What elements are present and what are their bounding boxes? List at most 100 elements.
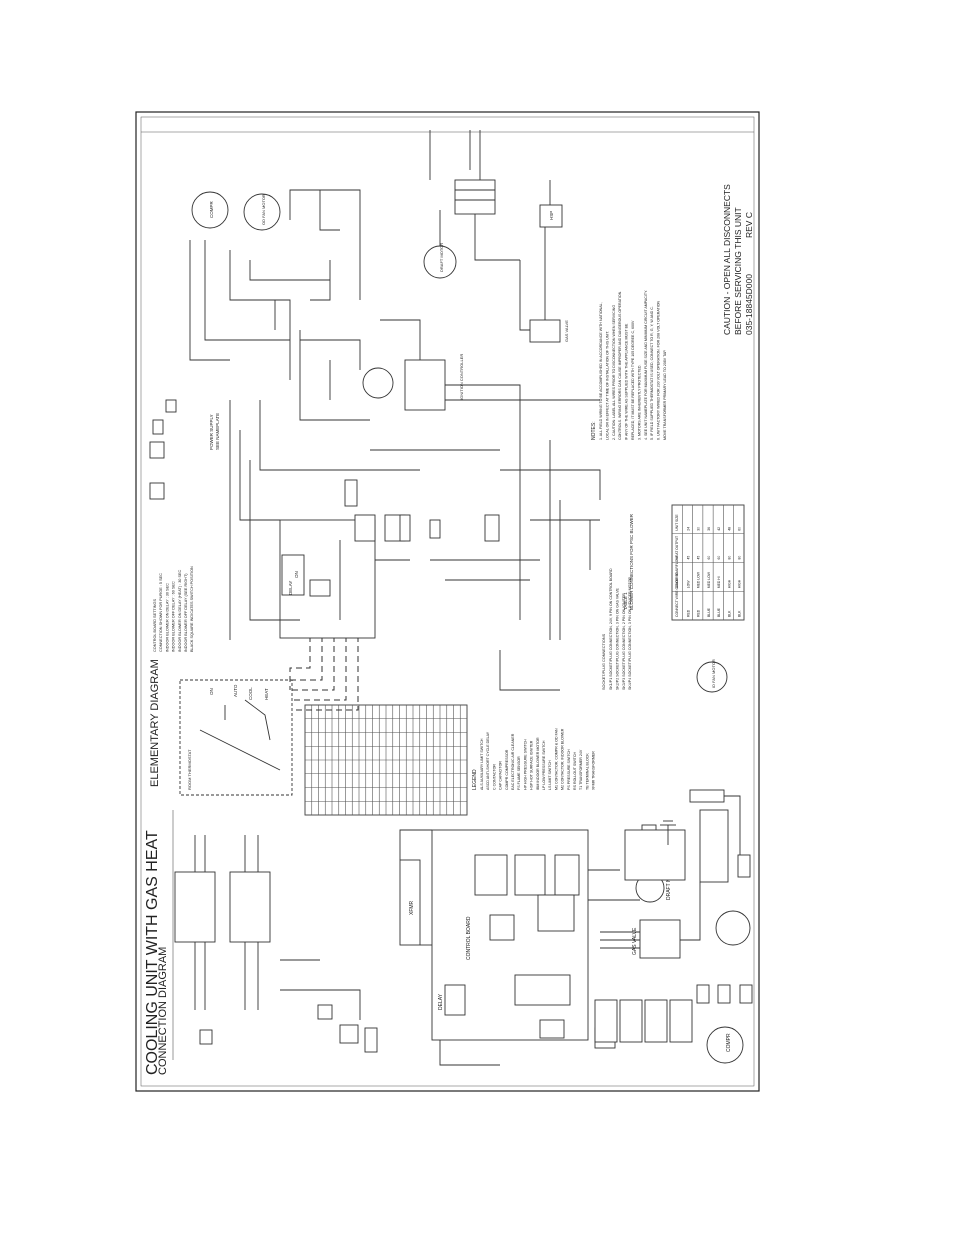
legend-entry: T1 TRANSFORMER 24V — [579, 749, 583, 790]
compressor-small-label: COMPR — [726, 1033, 732, 1052]
ladder-wire — [310, 260, 331, 301]
switch-fs — [696, 984, 710, 1004]
ladder-wire — [519, 260, 530, 331]
note-line: 1. ALL FIELD WIRING TO BE ACCOMPLISHED I… — [599, 302, 603, 440]
elementary-title: ELEMENTARY DIAGRAM — [149, 659, 161, 787]
draft-motor-label: DRAFT MOTOR — [666, 863, 672, 900]
document-number: 035-18845D000 — [744, 274, 754, 335]
switch-als — [594, 999, 618, 1043]
caution-line-2: BEFORE SERVICING THIS UNIT — [733, 207, 743, 335]
ladder-wire — [499, 650, 560, 691]
ladder-wire — [189, 240, 230, 361]
elementary-diagram: ROOM THERMOSTAT ON AUTO COOL HEAT LEGEND… — [149, 130, 728, 1060]
caution-line-1: CAUTION - OPEN ALL DISCONNECTS — [722, 184, 732, 335]
note-line: LOCAL OR IN EFFECT AT TIME OF INSTALLATI… — [605, 331, 609, 440]
ignition-controller-label: IGNITION CONTROLLER — [459, 354, 464, 400]
ladder-wire — [289, 189, 361, 300]
table1-cell: 48 — [727, 527, 731, 531]
table1-cell: 30 — [697, 527, 701, 531]
contactor-m1 — [174, 871, 216, 943]
table1-cell: MED LOW — [707, 571, 711, 588]
id-motor-terminals — [689, 789, 725, 803]
table1-cell: 80 — [727, 556, 731, 560]
table1-cell: LOW — [686, 580, 690, 589]
ladder-wire — [300, 339, 361, 370]
transformer-label: XFMR — [409, 900, 415, 915]
note-line: 3. MOTORS ARE INHERENTLY PROTECTED. — [637, 365, 641, 440]
plug-connection-line: SK4/P4 SOCKET/PLUG CONNECTION, 3 PIN ON … — [628, 577, 632, 690]
plug-connection-line: SK3/P3 SOCKET/PLUG CONNECTION, 2 PIN ON … — [622, 593, 626, 690]
sheet-border — [135, 111, 760, 1092]
sheet-inner-border — [140, 116, 755, 1087]
table1-header: UNIT SIZE — [675, 514, 679, 531]
legend-entry: CAP CAPACITOR — [499, 761, 503, 790]
ladder-wire — [474, 214, 520, 261]
table1-cell: 36 — [707, 527, 711, 531]
control-board-setting-line: INDOOR BLOWER OFF DELAY : 60 SEC — [172, 581, 176, 652]
ladder-wires — [189, 130, 601, 691]
hsp-elem — [539, 204, 563, 228]
table1-header: COOLING AIRFLOW — [675, 556, 679, 589]
legend-entry: PS PRESSURE SWITCH — [567, 749, 571, 790]
ignition-controller — [404, 359, 446, 411]
elem-delay-box — [281, 554, 305, 596]
note-line: MOVE TRANSFORMER PRIMARY LEAD TO 208V TA… — [663, 350, 667, 440]
ladder-wire — [500, 469, 601, 500]
diagram-subtitle: CONNECTION DIAGRAM — [157, 947, 169, 1075]
table1-cell: BLK — [738, 610, 742, 617]
legend-entry: HP HIGH PRESSURE SWITCH — [523, 739, 527, 790]
ladder-wire — [299, 330, 370, 421]
cb-relay-1 — [474, 854, 508, 896]
elem-relay-r6 — [484, 514, 500, 542]
hsp-elem-label: HSP — [549, 211, 554, 220]
gas-valve-elem-label: GAS VALVE — [564, 320, 569, 342]
legend-entry: ALS AUXILIARY LIMIT SWITCH — [480, 738, 484, 790]
heat-relay — [737, 854, 751, 878]
cb-cool-block — [489, 914, 515, 941]
legend-entry: IBM INDOOR BLOWER MOTOR — [536, 737, 540, 790]
caution-block: CAUTION - OPEN ALL DISCONNECTS BEFORE SE… — [722, 184, 754, 335]
elem-relay-r2 — [354, 514, 376, 542]
ladder-wire — [259, 400, 420, 471]
ladder-wire — [249, 260, 330, 281]
ignition-plug — [539, 1019, 565, 1039]
control-board-setting-line: INDOOR BLOWER ON DELAY (HEAT) : 30 SEC — [178, 569, 182, 652]
transformer-block — [399, 859, 421, 946]
note-line: 5. IF FIELD SUPPLIED THERMOSTAT IS USED,… — [650, 306, 654, 440]
switch-rs — [619, 999, 643, 1043]
note-line: 6. UNIT FACTORY WIRED FOR 230 VOLT OPERA… — [657, 300, 661, 440]
plug-connections-title: SOCKET/PLUG CONNECTIONS — [602, 633, 606, 690]
note-line: REPLACED, IT MUST BE REPLACED WITH TYPE … — [631, 320, 635, 440]
legend-entry: XFMR TRANSFORMER — [592, 751, 596, 790]
elem-delay-label: DELAY — [288, 581, 293, 595]
ladder-wire — [445, 384, 521, 440]
legend-entry: C CONTACTOR — [492, 764, 496, 790]
table1-title: TABLE 1 — [623, 592, 628, 610]
table1-cell: 60 — [717, 556, 721, 560]
switch-ls — [644, 999, 668, 1043]
id-motor-plug — [699, 809, 729, 883]
fan-on-label: ON — [209, 688, 214, 695]
control-board-setting-line: INDOOR BLOWER ON DELAY : 30 SEC — [165, 583, 169, 652]
id-motor-elem — [362, 367, 394, 399]
gas-valve-label: GAS VALVE — [632, 927, 638, 955]
table1-cell: RED — [697, 609, 701, 617]
cb-relay-3 — [554, 854, 580, 896]
note-line: 4. SEE UNIT NAMEPLATE FOR MAXIMUM FUSE S… — [644, 290, 648, 440]
ground-lug — [199, 1029, 213, 1045]
table-1: TABLE 1 BLOWER CONNECTIONS FOR PSC BLOWE… — [623, 504, 745, 621]
plug-connection-line: SK1/P1 SOCKET/PLUG CONNECTION, 24V, 9 PI… — [609, 568, 613, 690]
table1-cell: HIGH — [727, 579, 731, 588]
ladder-wire — [204, 240, 290, 341]
elem-relay-r1 — [344, 479, 358, 507]
table1-header: CONNECT WIRE COLOR TO — [675, 572, 679, 617]
legend-entry: HSP HOT SURFACE IGNITER — [530, 740, 534, 790]
cb-plug — [537, 894, 575, 932]
draft-motor-elem — [423, 245, 457, 279]
table1-cell: MED HI — [717, 576, 721, 588]
